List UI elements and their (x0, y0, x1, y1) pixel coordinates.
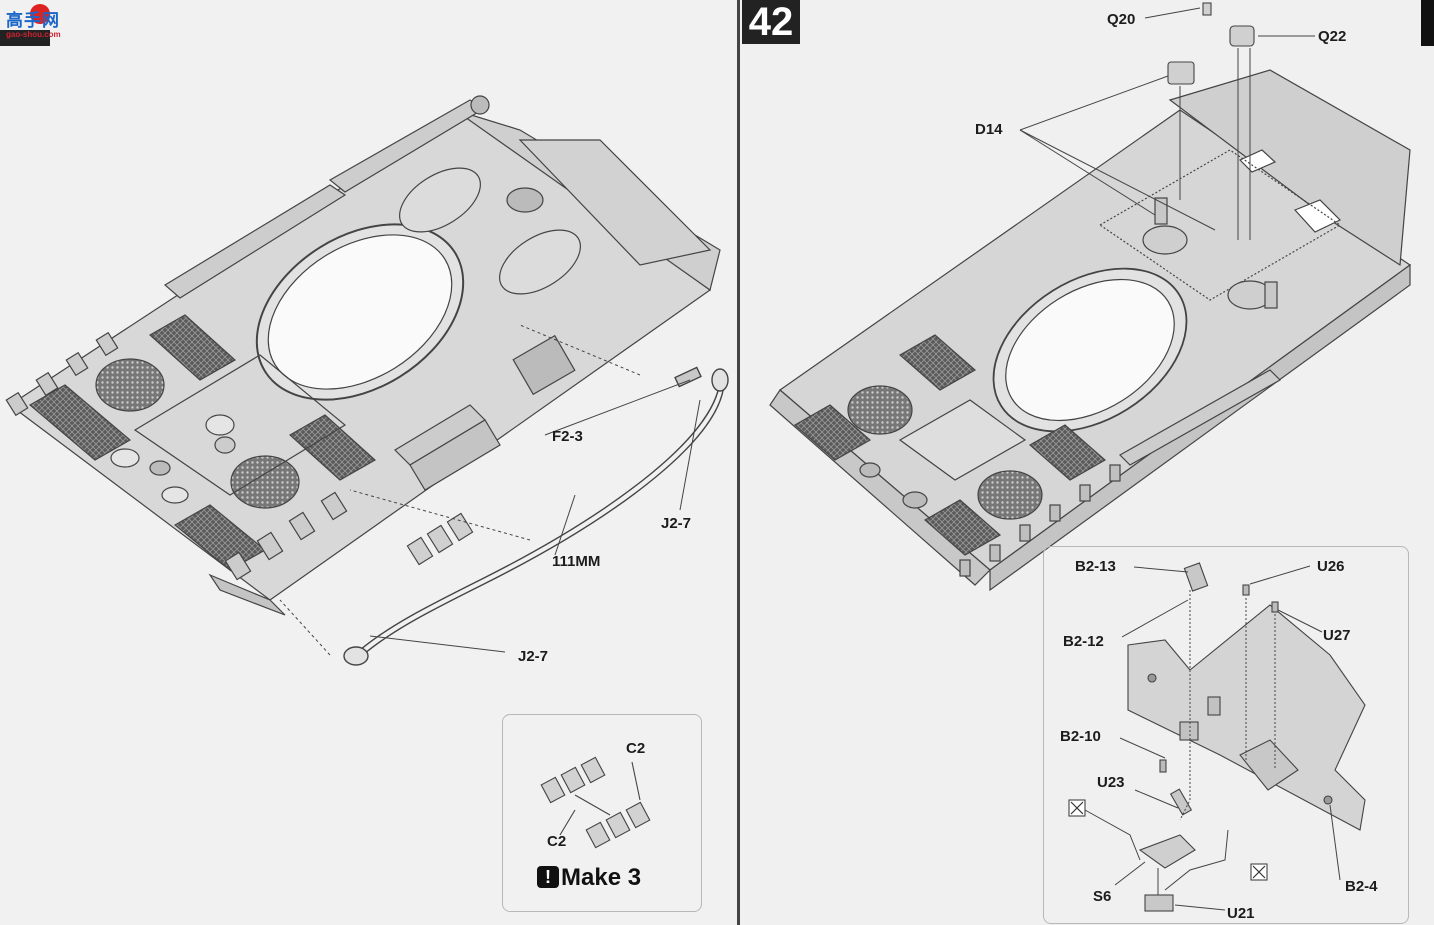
label-u21: U21 (1227, 905, 1255, 922)
s6-part (1138, 834, 1196, 869)
label-q22: Q22 (1318, 28, 1347, 45)
inset-panel-right (1043, 546, 1409, 924)
corner-tab (0, 30, 50, 46)
watermark-logo: 高手网 gao-shou.com (2, 2, 74, 42)
label-cable-length: 111MM (552, 553, 601, 570)
label-c2-top: C2 (626, 740, 646, 757)
label-s6: S6 (1093, 888, 1112, 905)
page-divider (737, 0, 740, 925)
label-u26: U26 (1317, 558, 1345, 575)
label-j2-7-lower: J2-7 (518, 648, 549, 665)
tow-cable (343, 366, 729, 666)
label-d14: D14 (975, 121, 1003, 138)
right-top-parts (1167, 2, 1255, 85)
q20-part (1202, 2, 1212, 16)
make-quantity-note: !Make 3 (537, 864, 641, 892)
watermark-url: gao-shou.com (6, 30, 61, 39)
q22-part (1229, 25, 1255, 47)
d14-part (1167, 61, 1195, 85)
page-edge-tab (1421, 0, 1434, 46)
right-leaders (1019, 7, 1315, 240)
alert-icon: ! (537, 866, 559, 888)
track-links-assembly (406, 512, 474, 566)
u21-part (1144, 894, 1174, 912)
label-u23: U23 (1097, 774, 1125, 791)
step-number-badge: 42 (742, 0, 800, 44)
left-leaders (279, 324, 701, 656)
label-c2-bottom: C2 (547, 833, 567, 850)
label-b2-4: B2-4 (1345, 878, 1378, 895)
make-quantity-text: Make 3 (561, 864, 642, 891)
inset-panel-left (502, 714, 702, 912)
label-b2-13: B2-13 (1075, 558, 1116, 575)
label-b2-12: B2-12 (1063, 633, 1104, 650)
label-j2-7-upper: J2-7 (661, 515, 692, 532)
inset-x-icons (1070, 801, 1266, 879)
label-q20: Q20 (1107, 11, 1136, 28)
watermark-emblem-icon (30, 4, 50, 24)
right-hull (769, 69, 1412, 592)
watermark-brand: 高手网 (6, 11, 60, 31)
inset-leaders (1084, 565, 1341, 911)
left-hull-deck (5, 95, 721, 616)
label-u27: U27 (1323, 627, 1351, 644)
label-b2-10: B2-10 (1060, 728, 1101, 745)
inset-track-links (540, 756, 651, 849)
label-f2-3: F2-3 (552, 428, 583, 445)
